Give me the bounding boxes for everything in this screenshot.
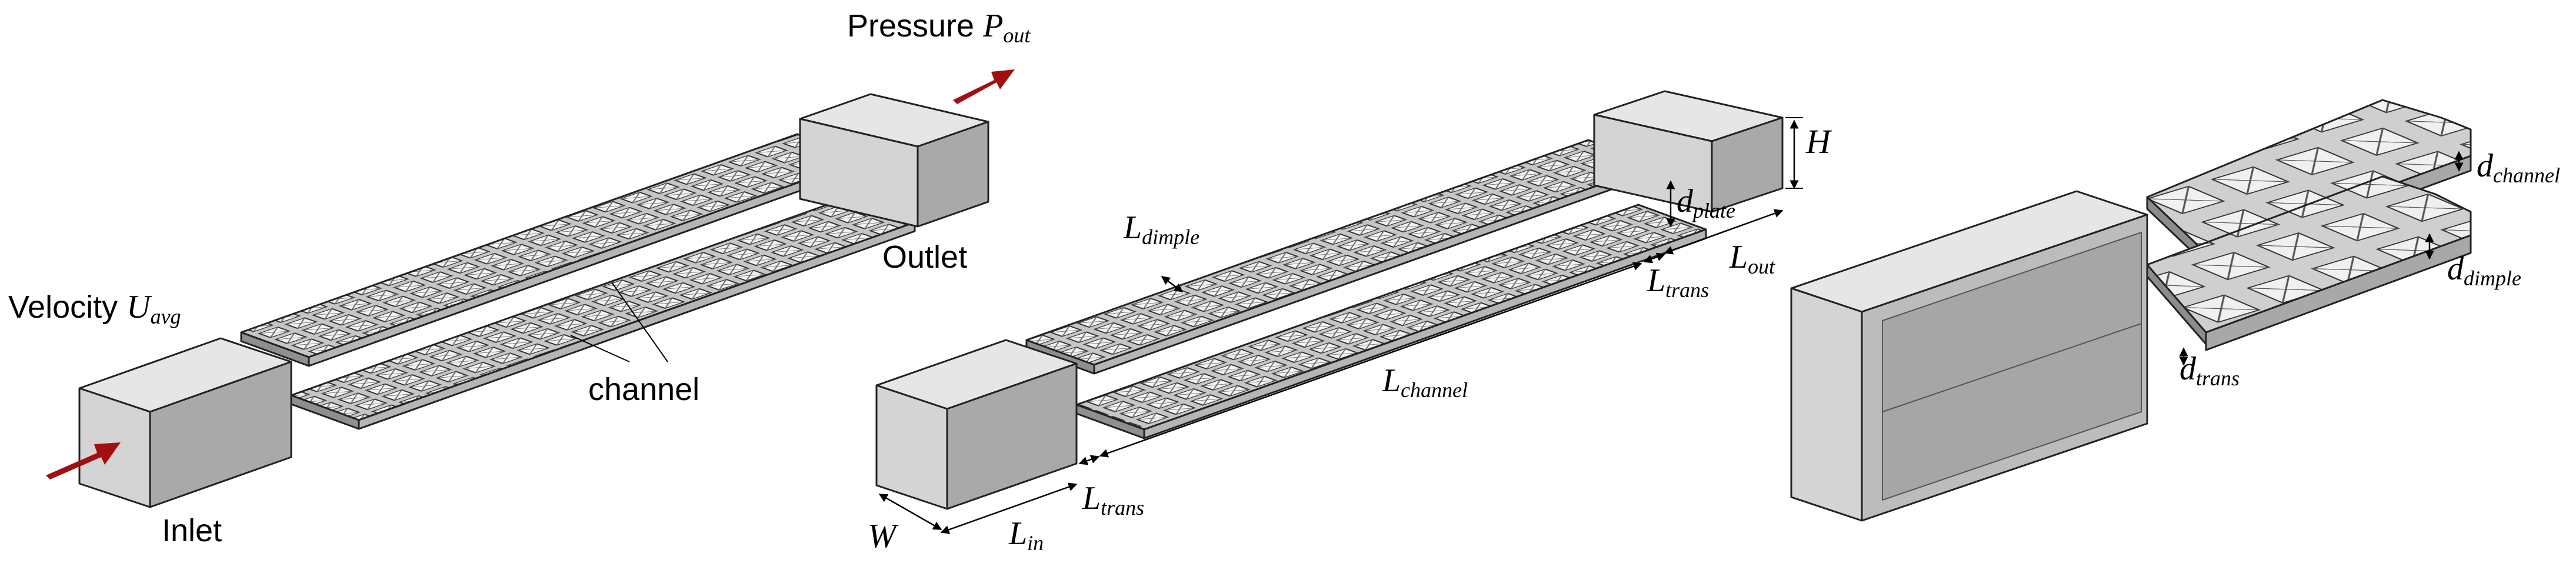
- outlet-box: [799, 93, 989, 228]
- pressure-label: Pressure Pout: [847, 8, 1031, 47]
- lin-label: Lin: [1008, 515, 1044, 555]
- left-panel: Pressure Pout Outlet Velocity Uavg chann…: [8, 8, 1031, 548]
- velocity-label: Velocity Uavg: [8, 289, 181, 328]
- inlet-arrow: [46, 442, 121, 479]
- w-label: W: [868, 517, 899, 555]
- middle-panel: H dplate Lout Ltrans Ldimple Lchannel Lt…: [868, 90, 1832, 555]
- dchannel-label: dchannel: [2477, 148, 2560, 187]
- ldimple-label: Ldimple: [1123, 209, 1199, 249]
- inlet-label: Inlet: [162, 513, 222, 548]
- dimpled-plates: [240, 133, 916, 430]
- dtrans-label: dtrans: [2180, 351, 2240, 390]
- lchannel-label: Lchannel: [1382, 362, 1468, 402]
- outlet-box-mid: [1593, 90, 1784, 213]
- dplate-label: dplate: [1677, 183, 1735, 222]
- lout-label: Lout: [1729, 239, 1775, 278]
- ltrans-bottom-label: Ltrans: [1082, 480, 1144, 519]
- h-label: H: [1805, 122, 1832, 161]
- zoomed-dimensions: [2179, 151, 2464, 366]
- inlet-box: [78, 337, 292, 508]
- zoomed-inlet-box: [1790, 190, 2148, 522]
- right-panel: dchannel ddimple dtrans: [1790, 99, 2560, 522]
- channel-leader-2: [570, 335, 630, 362]
- inlet-box-mid: [875, 339, 1078, 510]
- zoomed-plates: [2146, 99, 2472, 351]
- ltrans-top-label: Ltrans: [1647, 262, 1709, 302]
- dimension-lines: [878, 117, 1803, 534]
- outlet-label: Outlet: [882, 239, 967, 275]
- channel-label: channel: [588, 372, 699, 407]
- outlet-arrow: [953, 69, 1015, 104]
- ddimple-label: ddimple: [2447, 251, 2521, 290]
- channel-leader-1: [611, 282, 668, 362]
